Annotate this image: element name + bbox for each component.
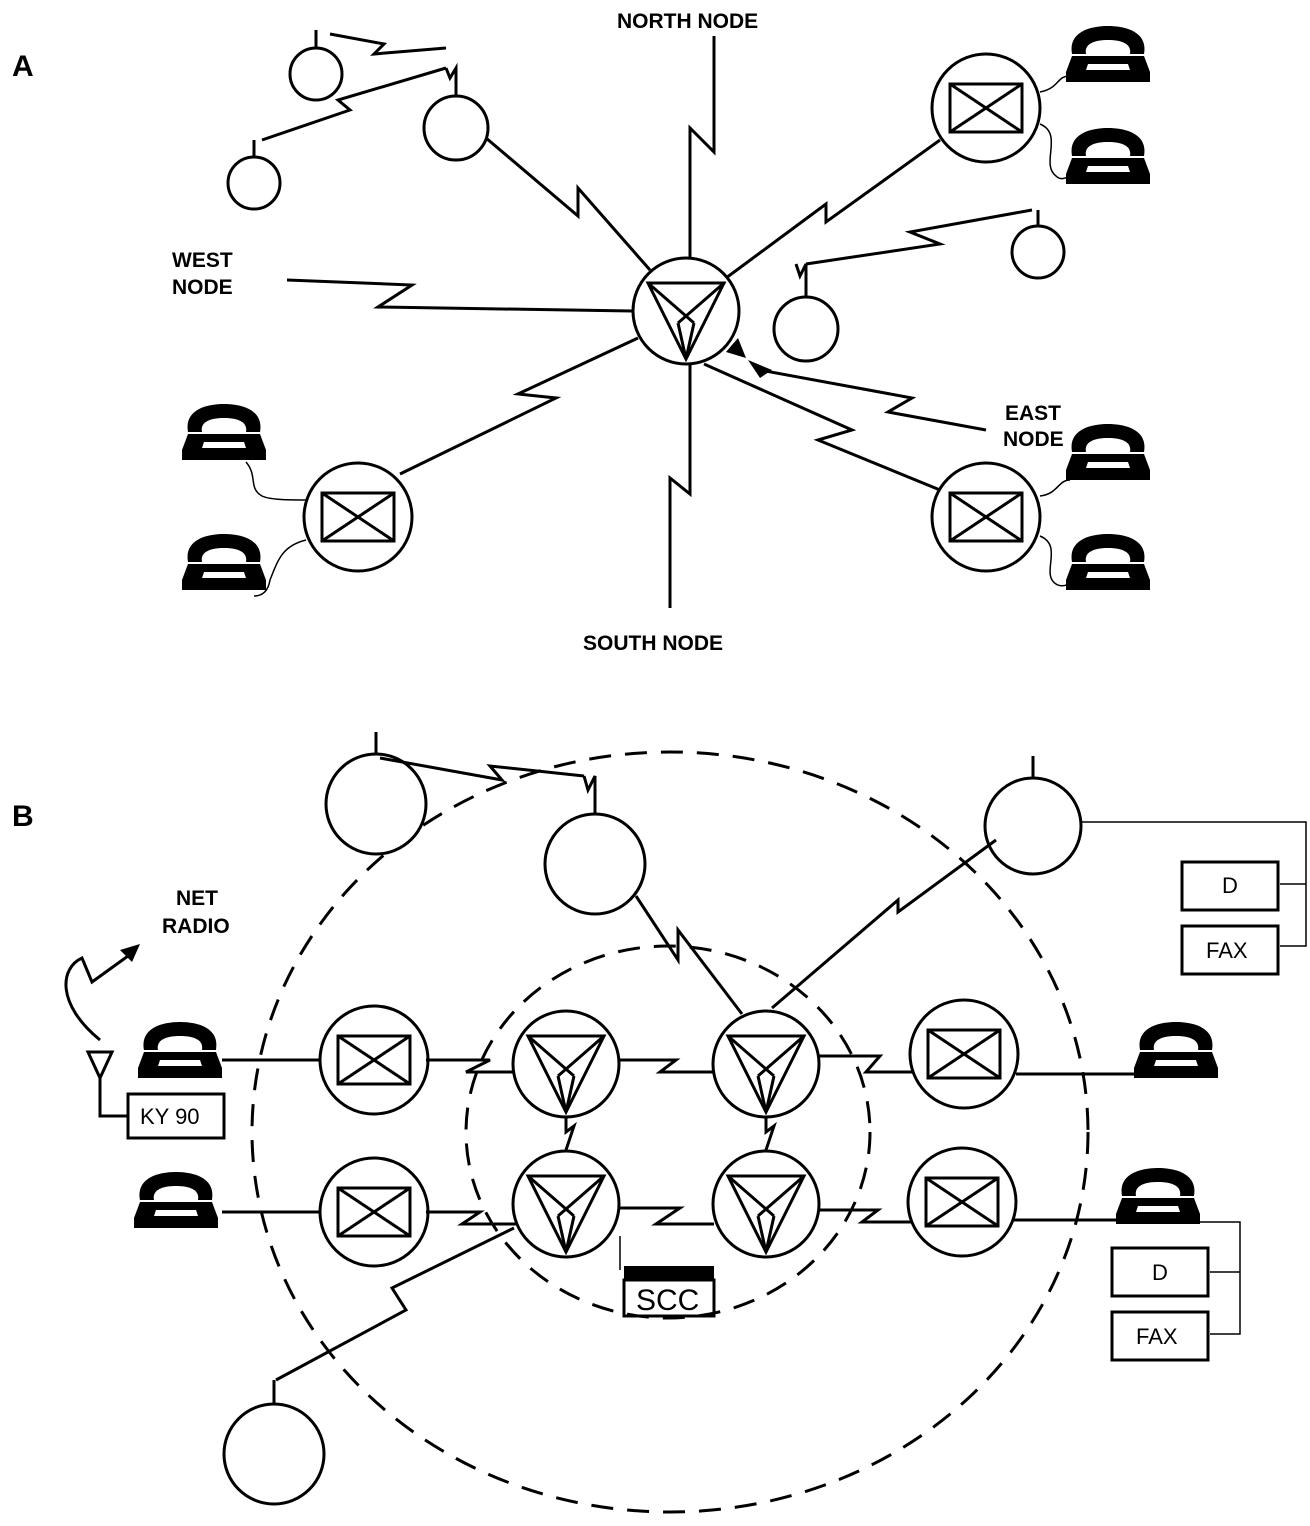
switch-node-b2	[711, 1009, 821, 1119]
extension-node-a-ne	[930, 52, 1042, 164]
scc-box	[622, 1278, 716, 1318]
extension-node-b3	[318, 1156, 430, 1268]
d-box-bottom	[1110, 1246, 1210, 1298]
link-center-ext-se	[703, 362, 941, 492]
radio-node-a5	[772, 295, 840, 363]
net-radio-arrow	[120, 944, 140, 962]
radio-node-b5	[222, 1402, 326, 1506]
telephone-icon	[1066, 424, 1150, 480]
d-label-top: D	[1222, 873, 1238, 898]
radio-node-a2	[422, 94, 490, 162]
outer-ring	[250, 750, 1090, 1514]
switch-node-b1	[511, 1009, 621, 1119]
switch-node-center-a	[631, 256, 741, 366]
west-node-label-1: WEST	[172, 249, 233, 272]
antenna-icon	[85, 1050, 128, 1118]
extension-node-a-se	[930, 461, 1042, 573]
ky90-label: KY 90	[140, 1104, 200, 1129]
extension-node-b4	[906, 1146, 1018, 1258]
scc-box-bar	[624, 1266, 714, 1280]
east-node-label-2: NODE	[1003, 428, 1064, 451]
south-link	[668, 364, 692, 608]
south-node-label: SOUTH NODE	[583, 632, 723, 655]
fax-label-top: FAX	[1206, 938, 1248, 963]
fax-label-bottom: FAX	[1136, 1324, 1178, 1349]
d-label-bottom: D	[1152, 1260, 1168, 1285]
telephone-icon	[1116, 1168, 1200, 1224]
link-b2-switch	[634, 895, 744, 1015]
telephone-icon	[1134, 1022, 1218, 1078]
east-arrow	[748, 360, 772, 378]
scc-label: SCC	[636, 1284, 699, 1317]
radio-node-a4	[1010, 224, 1066, 280]
ky90-box	[126, 1092, 226, 1140]
telephone-icon	[182, 404, 266, 460]
d-box-top	[1180, 860, 1280, 912]
panel-b-label: B	[12, 800, 34, 833]
link-center-ext-ne	[725, 138, 941, 280]
telephone-icon	[1066, 128, 1150, 184]
north-link	[688, 36, 716, 262]
radio-node-a1	[288, 46, 344, 102]
west-node-label-2: NODE	[172, 276, 233, 299]
inner-ring	[464, 944, 872, 1320]
radio-node-b1	[324, 752, 428, 856]
east-arrow-2	[726, 338, 746, 358]
telephone-icon	[182, 534, 266, 590]
telephone-icon	[1066, 26, 1150, 82]
panel-a-label: A	[12, 50, 34, 83]
switch-node-b4	[711, 1149, 821, 1259]
radio-node-a3	[226, 155, 282, 211]
telephone-icon	[1066, 534, 1150, 590]
link-center-ext-sw	[399, 336, 639, 476]
extension-node-b1	[318, 1004, 430, 1116]
net-radio-label-2: RADIO	[162, 915, 230, 938]
extension-node-b2	[908, 998, 1020, 1110]
switch-node-b3	[511, 1149, 621, 1259]
extension-node-a-sw	[302, 461, 414, 573]
telephone-icon	[134, 1172, 218, 1228]
fax-box-bottom	[1110, 1310, 1210, 1362]
radio-node-b2	[543, 812, 647, 916]
north-node-label: NORTH NODE	[617, 10, 758, 33]
net-radio-link	[64, 954, 129, 1042]
east-link	[759, 368, 987, 432]
telephone-icon	[138, 1022, 222, 1078]
east-node-label-1: EAST	[1005, 402, 1061, 425]
link-a2-center	[485, 136, 652, 271]
west-link	[286, 278, 633, 313]
fax-box-top	[1180, 924, 1280, 976]
net-radio-label-1: NET	[176, 887, 218, 910]
link-switch-b5	[275, 1226, 515, 1382]
radio-node-b3	[983, 776, 1083, 876]
link-switch-b3	[771, 838, 997, 1010]
